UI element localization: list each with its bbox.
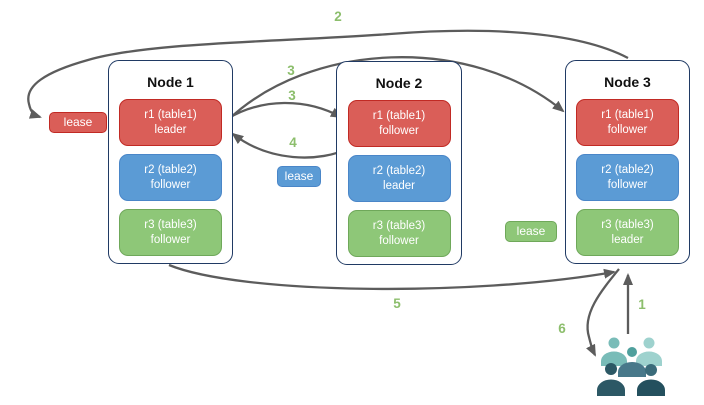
node-3: Node 3 r1 (table1) follower r2 (table2) … [565,60,690,264]
node-1-replica-r1: r1 (table1) leader [119,99,222,146]
arrow-step-2-node3-to-lease1 [27,29,629,119]
node-3-replica-r2: r2 (table2) follower [576,154,679,201]
node-3-replica-r3: r3 (table3) leader [576,209,679,256]
step-label-4: 4 [289,135,297,150]
node-2-replica-r3: r3 (table3) follower [347,210,451,257]
users-icon [597,337,665,396]
node-3-title: Node 3 [604,74,651,90]
step-label-6: 6 [558,321,566,336]
node-1: Node 1 r1 (table1) leader r2 (table2) fo… [108,60,233,264]
lease-tag-r1: lease [49,112,107,133]
node-1-replica-r2: r2 (table2) follower [119,154,222,201]
step-label-2: 2 [334,9,342,24]
node-1-title: Node 1 [147,74,194,90]
node-3-replica-r1: r1 (table1) follower [576,99,679,146]
node-2: Node 2 r1 (table1) follower r2 (table2) … [336,61,462,265]
lease-tag-r2: lease [277,166,321,187]
node-2-replica-r2: r2 (table2) leader [347,155,451,202]
arrow-step-6-node3-to-users [586,268,620,357]
lease-tag-r3: lease [505,221,557,242]
node-2-replica-r1: r1 (table1) follower [347,100,451,147]
step-label-3a: 3 [287,63,295,78]
arrow-step-5-node1-to-node3 [168,263,616,291]
step-label-1: 1 [638,297,646,312]
arrow-step-3-leader-to-node3 [227,56,565,121]
arrow-step-3-leader-to-node2 [226,101,343,120]
node-1-replica-r3: r3 (table3) follower [119,209,222,256]
step-label-3b: 3 [288,88,296,103]
node-2-title: Node 2 [375,75,423,91]
step-label-5: 5 [393,296,401,311]
